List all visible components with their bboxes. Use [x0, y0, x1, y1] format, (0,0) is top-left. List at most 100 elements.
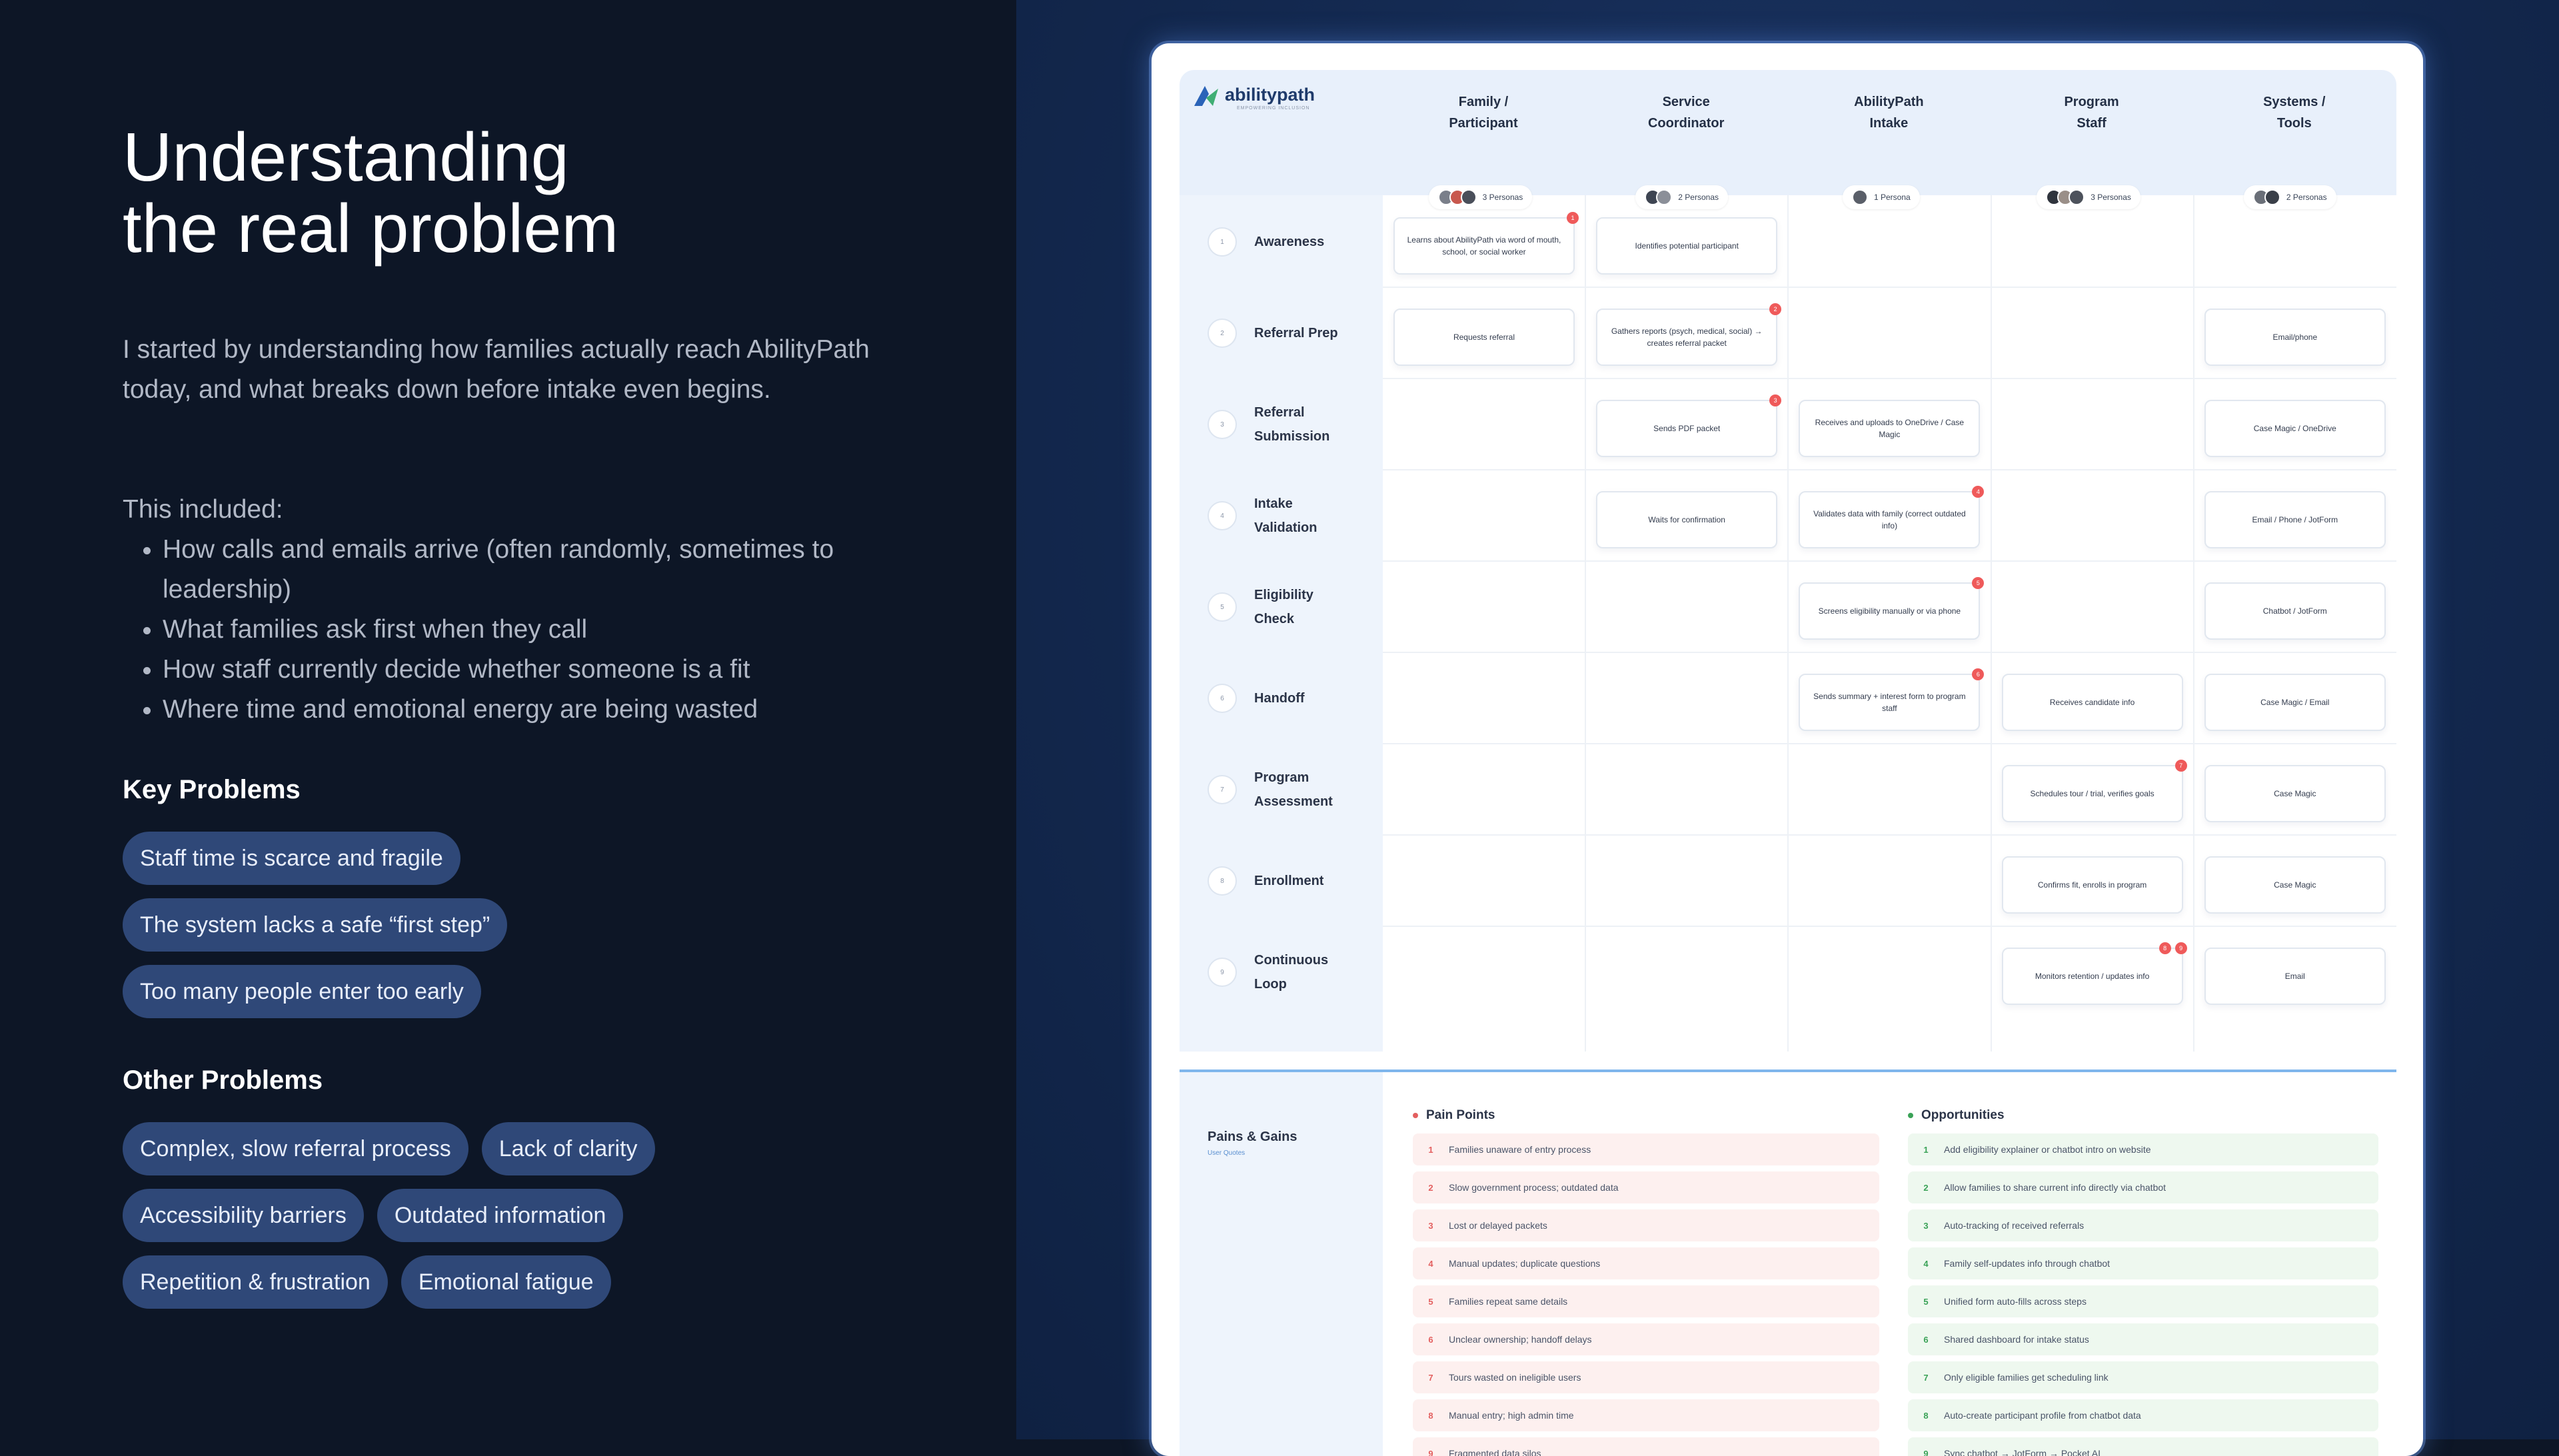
problem-chip: Outdated information — [377, 1189, 624, 1242]
item-text: Unified form auto-fills across steps — [1944, 1296, 2087, 1307]
item-number: 1 — [1413, 1145, 1449, 1155]
column-header-line: AbilityPath — [1788, 91, 1989, 113]
logo-mark-icon — [1193, 85, 1220, 107]
item-number: 7 — [1908, 1373, 1944, 1383]
left-panel: Understanding the real problem I started… — [0, 0, 1016, 1439]
included-item: How staff currently decide whether someo… — [163, 650, 922, 690]
persona-count: 1 Persona — [1874, 193, 1911, 202]
item-text: Auto-tracking of received referrals — [1944, 1220, 2084, 1231]
problem-chip: Emotional fatigue — [401, 1255, 611, 1309]
pain-badge: 3 — [1769, 394, 1781, 406]
journey-step-card: Case Magic — [2204, 856, 2386, 914]
journey-step-card: Sends PDF packet — [1596, 400, 1777, 457]
avatar — [1461, 189, 1477, 205]
journey-step-card: Case Magic / OneDrive — [2204, 400, 2386, 457]
column-header-line: Family / — [1383, 91, 1584, 113]
pain-badge: 1 — [1567, 212, 1579, 224]
page-title: Understanding the real problem — [123, 121, 618, 264]
persona-pill: 2 Personas — [1635, 185, 1728, 209]
item-number: 1 — [1908, 1145, 1944, 1155]
stage-name-line: Submission — [1254, 424, 1329, 448]
opportunities-title: Opportunities — [1921, 1108, 2005, 1123]
item-text: Tours wasted on ineligible users — [1449, 1372, 1581, 1383]
key-problems-heading: Key Problems — [123, 775, 301, 805]
item-text: Fragmented data silos — [1449, 1448, 1541, 1456]
item-number: 8 — [1908, 1411, 1944, 1421]
journey-step-card: Monitors retention / updates info — [2002, 948, 2183, 1005]
problem-chip: Accessibility barriers — [123, 1189, 364, 1242]
stage-label: 1 Awareness — [1208, 215, 1374, 269]
included-item: Where time and emotional energy are bein… — [163, 690, 922, 730]
other-problems-list: Complex, slow referral process Lack of c… — [123, 1122, 655, 1322]
stage-name: Awareness — [1254, 230, 1324, 254]
item-text: Add eligibility explainer or chatbot int… — [1944, 1144, 2151, 1155]
journey-map-card: abilitypath EMPOWERING INCLUSION Family … — [1152, 43, 2423, 1456]
pain-bullet-icon — [1413, 1113, 1418, 1118]
item-text: Family self-updates info through chatbot — [1944, 1258, 2110, 1269]
item-text: Auto-create participant profile from cha… — [1944, 1410, 2141, 1421]
stage-name: Enrollment — [1254, 869, 1323, 893]
included-label: This included: — [123, 490, 922, 530]
stage-name-line: Loop — [1254, 972, 1328, 996]
other-problems-heading: Other Problems — [123, 1066, 323, 1095]
item-number: 7 — [1413, 1373, 1449, 1383]
problem-chip: Too many people enter too early — [123, 965, 481, 1018]
opportunity-bullet-icon — [1908, 1113, 1913, 1118]
pain-points-title: Pain Points — [1426, 1108, 1495, 1123]
logo-tagline: EMPOWERING INCLUSION — [1237, 106, 1370, 111]
stage-name-line: Assessment — [1254, 790, 1333, 814]
pain-points-heading: Pain Points — [1413, 1108, 1495, 1123]
journey-step-card: Receives and uploads to OneDrive / Case … — [1799, 400, 1980, 457]
included-section: This included: How calls and emails arri… — [123, 490, 922, 730]
item-text: Unclear ownership; handoff delays — [1449, 1334, 1592, 1345]
stage-label: 8 Enrollment — [1208, 854, 1374, 908]
stage-name-line: Continuous — [1254, 948, 1328, 972]
key-problems-list: Staff time is scarce and fragile The sys… — [123, 832, 507, 1032]
pain-badge: 8 — [2159, 942, 2171, 954]
journey-step-card: Chatbot / JotForm — [2204, 582, 2386, 640]
item-number: 9 — [1413, 1449, 1449, 1456]
stage-name-line: Eligibility — [1254, 583, 1313, 607]
journey-step-card: Email / Phone / JotForm — [2204, 491, 2386, 548]
column-header: Family /Participant — [1383, 91, 1584, 134]
item-number: 2 — [1908, 1183, 1944, 1193]
column-divider — [2193, 195, 2194, 1052]
journey-step-card: Schedules tour / trial, verifies goals — [2002, 765, 2183, 822]
stage-name: Referral Prep — [1254, 321, 1338, 345]
item-text: Families unaware of entry process — [1449, 1144, 1591, 1155]
journey-step-card: Requests referral — [1393, 309, 1575, 366]
row-divider — [1383, 469, 2396, 470]
stage-name-line: Handoff — [1254, 686, 1305, 710]
stage-number: 8 — [1208, 866, 1237, 896]
journey-step-card: Email — [2204, 948, 2386, 1005]
problem-chip: The system lacks a safe “first step” — [123, 898, 507, 952]
persona-pill: 3 Personas — [1429, 185, 1533, 209]
column-header-line: Intake — [1788, 113, 1989, 134]
avatar — [2264, 189, 2280, 205]
item-number: 3 — [1908, 1221, 1944, 1231]
pain-badge: 2 — [1769, 303, 1781, 315]
problem-chip: Lack of clarity — [482, 1122, 655, 1175]
stage-number: 1 — [1208, 227, 1237, 257]
row-divider — [1383, 560, 2396, 562]
pains-gains-title: Pains & Gains — [1208, 1129, 1297, 1145]
journey-step-card: Screens eligibility manually or via phon… — [1799, 582, 1980, 640]
item-text: Shared dashboard for intake status — [1944, 1334, 2089, 1345]
title-line-2: the real problem — [123, 193, 618, 264]
